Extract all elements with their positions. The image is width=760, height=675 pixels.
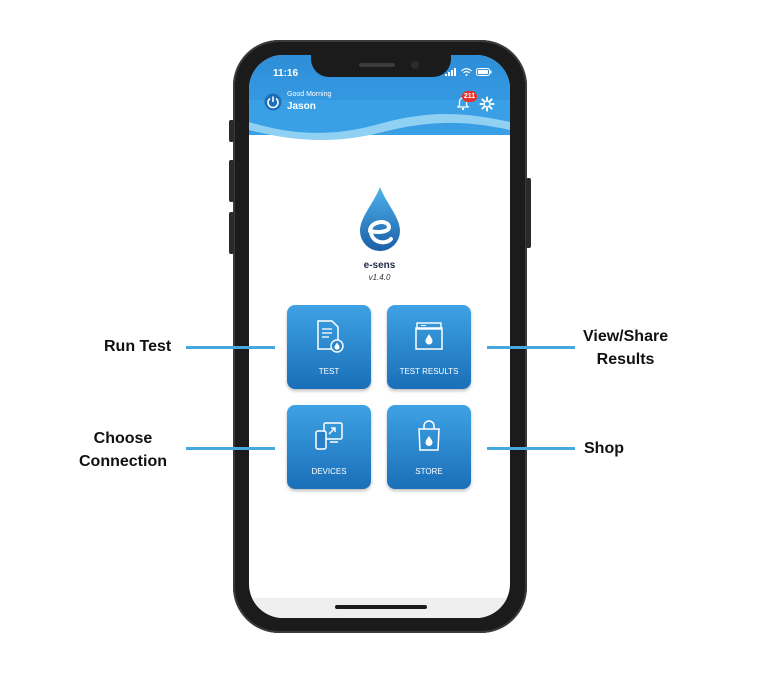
callout-view-share-line2: Results [596, 351, 655, 368]
callout-choose-line1: Choose [93, 430, 153, 447]
store-tile-button[interactable]: STORE [387, 405, 471, 489]
shopping-bag-drop-icon [418, 420, 440, 451]
callout-shop: Shop [584, 440, 624, 457]
test-tile-button[interactable]: TEST [287, 305, 371, 389]
callout-view-share: View/Share Results [583, 325, 668, 371]
phone-screen: 11:16 Good Morning Jason 211 [249, 55, 510, 618]
callout-line-run-test [186, 346, 275, 349]
phone-volume-down [229, 212, 234, 254]
power-icon[interactable] [264, 93, 282, 111]
signal-icon [445, 68, 456, 76]
callout-line-shop [487, 447, 575, 450]
status-time: 11:16 [273, 68, 299, 79]
wifi-icon [461, 68, 472, 76]
phone-notch [311, 55, 451, 77]
tile-label-test-results: TEST RESULTS [399, 367, 459, 376]
callout-choose-line2: Connection [79, 453, 167, 470]
callout-run-test: Run Test [104, 338, 172, 355]
battery-icon [476, 68, 492, 76]
document-drop-icon [317, 320, 344, 353]
callout-choose-connection: Choose Connection [79, 427, 167, 473]
test-results-tile-button[interactable]: TEST RESULTS [387, 305, 471, 389]
app-version: v1.4.0 [368, 273, 391, 282]
greeting-text: Good Morning [287, 91, 332, 98]
devices-connect-icon [315, 422, 343, 450]
callout-line-view-share [487, 346, 575, 349]
user-name: Jason [287, 101, 316, 112]
header-wave [249, 100, 510, 141]
folder-drop-icon [415, 322, 443, 350]
speaker-grille [359, 63, 395, 67]
app-name: e-sens [363, 260, 396, 271]
tile-label-test: TEST [318, 367, 340, 376]
notification-badge: 211 [462, 91, 477, 102]
phone-volume-up [229, 160, 234, 202]
tile-label-store: STORE [415, 467, 443, 476]
callout-view-share-line1: View/Share [583, 328, 669, 345]
front-camera [411, 61, 419, 69]
settings-gear-icon[interactable] [479, 96, 495, 112]
status-icons [445, 68, 492, 76]
tile-label-devices: DEVICES [311, 467, 347, 476]
home-indicator[interactable] [335, 605, 427, 609]
devices-tile-button[interactable]: DEVICES [287, 405, 371, 489]
phone-power-button [526, 178, 531, 248]
callout-line-choose [186, 447, 275, 450]
e-sens-logo-icon [360, 187, 400, 251]
phone-side-button [229, 120, 234, 142]
